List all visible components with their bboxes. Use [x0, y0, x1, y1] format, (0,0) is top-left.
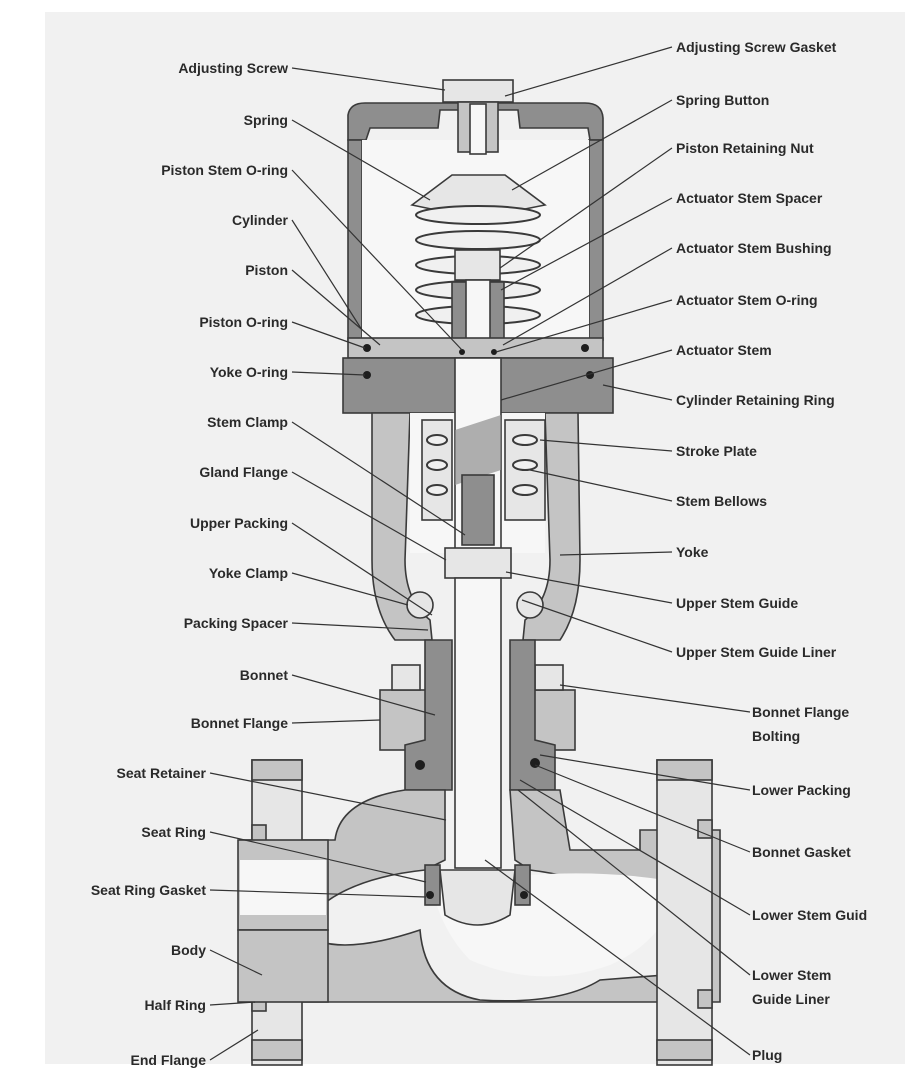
label-seat-ring: Seat Ring: [141, 824, 206, 840]
label-cylinder: Cylinder: [232, 212, 289, 228]
label-lower-stem-guide-liner-line-1: Lower Stem: [752, 967, 831, 983]
actuator-cylinder: [347, 79, 604, 361]
label-lower-stem-guide: Lower Stem Guid: [752, 907, 867, 923]
label-seat-ring-gasket: Seat Ring Gasket: [91, 882, 206, 898]
label-bonnet-flange-bolting-line-2: Bolting: [752, 728, 800, 744]
label-bonnet-flange: Bonnet Flange: [191, 715, 288, 731]
left-labels: Adjusting Screw Spring Piston Stem O-rin…: [91, 60, 289, 1068]
label-upper-stem-guide-liner: Upper Stem Guide Liner: [676, 644, 837, 660]
label-actuator-stem-o-ring: Actuator Stem O-ring: [676, 292, 818, 308]
label-stroke-plate: Stroke Plate: [676, 443, 757, 459]
leader-lines: [209, 46, 751, 1061]
yoke: [342, 357, 614, 641]
label-upper-stem-guide: Upper Stem Guide: [676, 595, 798, 611]
label-bonnet-gasket: Bonnet Gasket: [752, 844, 851, 860]
label-piston-o-ring: Piston O-ring: [199, 314, 288, 330]
valve-body: [237, 759, 721, 1066]
label-upper-packing: Upper Packing: [190, 515, 288, 531]
label-cylinder-retaining-ring: Cylinder Retaining Ring: [676, 392, 835, 408]
label-adjusting-screw-gasket: Adjusting Screw Gasket: [676, 39, 837, 55]
label-lower-packing: Lower Packing: [752, 782, 851, 798]
label-spring: Spring: [244, 112, 288, 128]
label-end-flange: End Flange: [131, 1052, 207, 1068]
label-actuator-stem-bushing: Actuator Stem Bushing: [676, 240, 832, 256]
label-adjusting-screw: Adjusting Screw: [178, 60, 288, 76]
label-actuator-stem-spacer: Actuator Stem Spacer: [676, 190, 823, 206]
label-yoke-clamp: Yoke Clamp: [209, 565, 288, 581]
label-lower-stem-guide-liner-line-2: Guide Liner: [752, 991, 830, 1007]
label-plug: Plug: [752, 1047, 782, 1063]
label-spring-button: Spring Button: [676, 92, 769, 108]
label-piston-stem-o-ring: Piston Stem O-ring: [161, 162, 288, 178]
label-bonnet-flange-bolting-line-1: Bonnet Flange: [752, 704, 849, 720]
label-piston: Piston: [245, 262, 288, 278]
label-packing-spacer: Packing Spacer: [184, 615, 289, 631]
label-body: Body: [171, 942, 206, 958]
label-actuator-stem: Actuator Stem: [676, 342, 772, 358]
label-yoke: Yoke: [676, 544, 709, 560]
label-yoke-o-ring: Yoke O-ring: [210, 364, 288, 380]
label-bonnet: Bonnet: [240, 667, 289, 683]
right-labels: Adjusting Screw Gasket Spring Button Pis…: [676, 39, 867, 1063]
label-piston-retaining-nut: Piston Retaining Nut: [676, 140, 814, 156]
bonnet: [379, 577, 576, 869]
stem-bellows: [421, 419, 546, 521]
label-stem-bellows: Stem Bellows: [676, 493, 767, 509]
label-seat-retainer: Seat Retainer: [117, 765, 207, 781]
label-gland-flange: Gland Flange: [199, 464, 288, 480]
label-stem-clamp: Stem Clamp: [207, 414, 288, 430]
label-half-ring: Half Ring: [145, 997, 206, 1013]
